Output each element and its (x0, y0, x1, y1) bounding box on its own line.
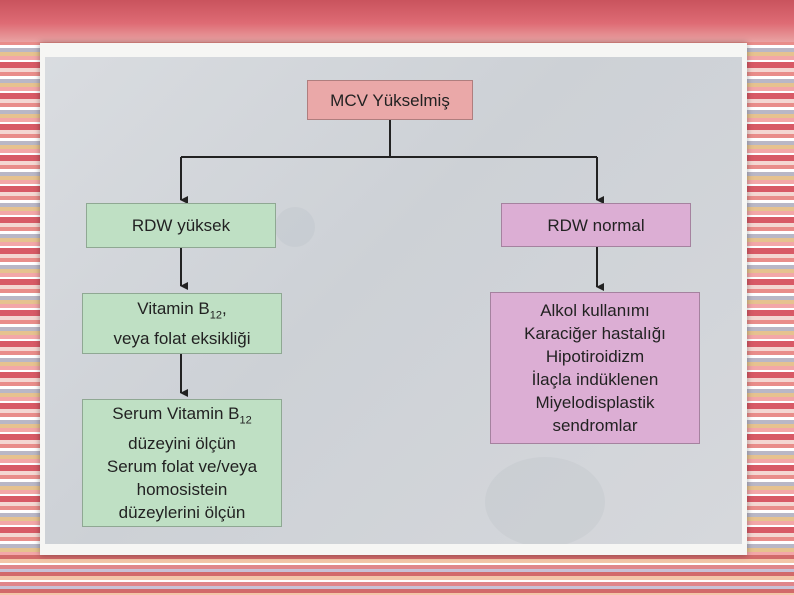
cause-item: Miyelodisplastik (535, 393, 655, 412)
top-decor-band (0, 0, 794, 42)
cause-item: Karaciğer hastalığı (524, 324, 666, 343)
node-causes: Alkol kullanımı Karaciğer hastalığı Hipo… (490, 292, 700, 444)
cause-item: Hipotiroidizm (545, 347, 645, 366)
cause-item: Alkol kullanımı (540, 301, 650, 320)
node-mcv-yukselmis: MCV Yükselmiş (307, 80, 473, 120)
tests-line1: Serum Vitamin B12 (112, 402, 251, 432)
node-deficiency: Vitamin B12, veya folat eksikliği (82, 293, 282, 354)
tests-line3: Serum folat ve/veya (106, 457, 258, 477)
node-rdw-normal: RDW normal (501, 203, 691, 247)
deficiency-line1: Vitamin B12, (137, 297, 226, 327)
bottom-decor-band (0, 555, 794, 595)
background-shadow (485, 457, 605, 544)
cause-item: sendromlar (552, 416, 638, 435)
tests-line4: homosistein (136, 480, 228, 500)
deficiency-line1-suffix: , (221, 298, 227, 318)
node-rdw-normal-label: RDW normal (547, 215, 645, 235)
deficiency-line1-text: Vitamin B (137, 298, 210, 318)
node-mcv-yukselmis-label: MCV Yükselmiş (330, 90, 450, 110)
cause-item: İlaçla indüklenen (531, 370, 659, 389)
background-shadow (275, 207, 315, 247)
tests-line1-sub: 12 (239, 414, 252, 427)
deficiency-line2: veya folat eksikliği (113, 329, 251, 349)
node-rdw-yuksek-label: RDW yüksek (131, 216, 231, 235)
node-tests: Serum Vitamin B12 düzeyini ölçün Serum f… (82, 399, 282, 527)
tests-line2: düzeyini ölçün (128, 434, 236, 454)
deficiency-line1-sub: 12 (209, 309, 222, 322)
node-rdw-yuksek: RDW yüksek (86, 203, 276, 248)
tests-line1-text: Serum Vitamin B (112, 403, 240, 423)
tests-line5: düzeylerini ölçün (118, 503, 246, 523)
